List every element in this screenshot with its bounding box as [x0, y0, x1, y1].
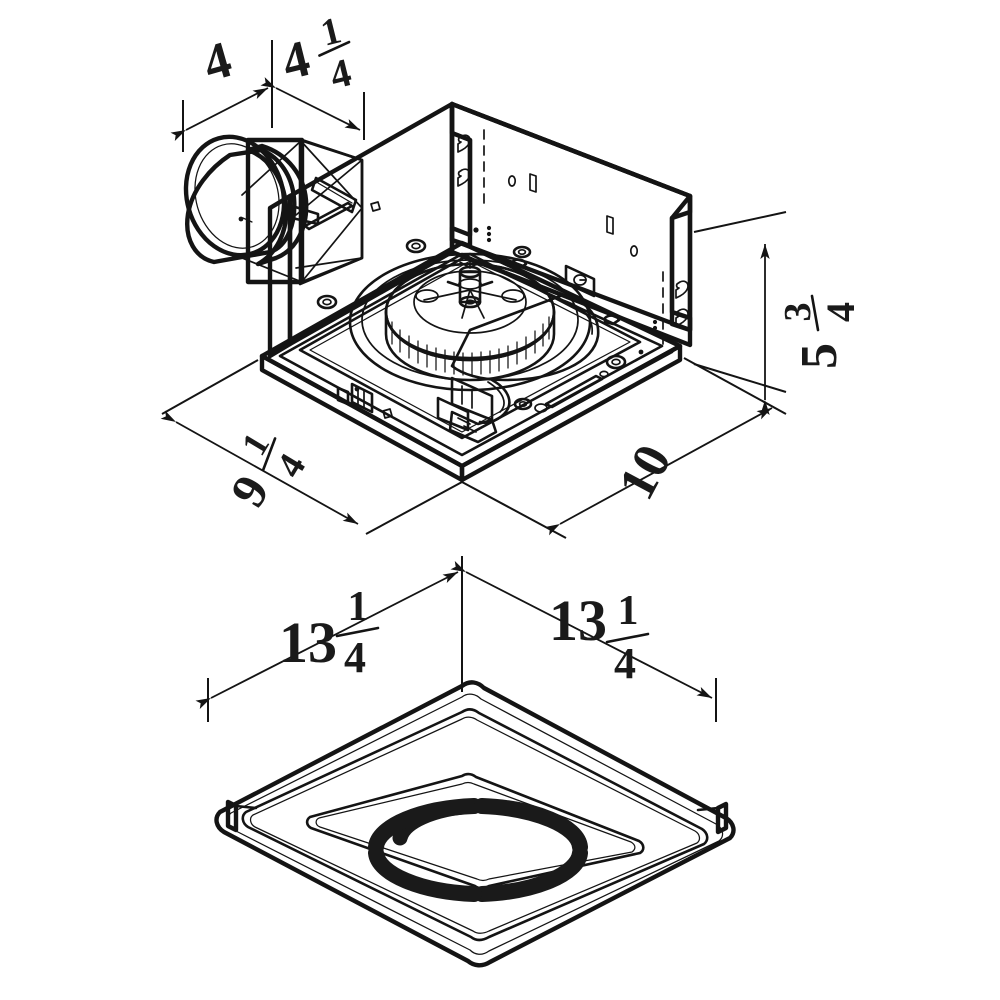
keyhole-slot: [675, 280, 689, 299]
grommet: [405, 238, 427, 254]
svg-text:3: 3: [777, 303, 819, 322]
dimension-10: [461, 357, 787, 539]
dimension-5-3-4-label: 5 3 4: [777, 294, 863, 369]
svg-text:1: 1: [348, 584, 369, 630]
keyhole-slot: [457, 134, 471, 153]
housing-left-face: [267, 101, 455, 359]
dimension-13-1-4-left-label: 13 1 4: [279, 584, 380, 682]
damper-blade: [310, 176, 358, 214]
keyhole-slot: [457, 168, 471, 187]
grommet: [605, 354, 627, 370]
svg-text:1: 1: [618, 588, 639, 634]
dimension-9-1-4: [160, 359, 463, 535]
grille-tab: [715, 801, 729, 835]
damper-transition: [298, 138, 364, 286]
svg-text:5: 5: [791, 343, 848, 369]
svg-text:13: 13: [279, 610, 337, 675]
grommet: [316, 294, 338, 310]
blower-wheel: [384, 257, 556, 382]
dimension-13-1-4-right-label: 13 1 4: [549, 588, 650, 688]
score-line: [483, 129, 664, 345]
mounting-bracket: [457, 129, 689, 345]
perforation-dots: [486, 225, 658, 337]
svg-text:4: 4: [818, 302, 863, 322]
flange-fasteners: [302, 201, 644, 419]
grille-tab: [225, 799, 239, 833]
svg-text:13: 13: [549, 588, 607, 653]
grille-outer-rim: [241, 708, 709, 942]
dimension-5-3-4: [693, 211, 787, 415]
motor-hub: [446, 257, 494, 309]
grommet: [512, 245, 532, 259]
dimension-4-1-4: [260, 40, 365, 140]
keyhole-slot: [675, 308, 689, 327]
wiring-box: [303, 201, 609, 444]
grommet: [513, 397, 533, 411]
svg-text:4: 4: [344, 633, 366, 682]
grille-ring-segments: [368, 798, 588, 902]
dimension-13-1-4-right: [450, 556, 717, 722]
svg-text:4: 4: [614, 639, 636, 688]
view-fan-housing: [183, 101, 693, 483]
hub-spokes: [423, 289, 517, 319]
